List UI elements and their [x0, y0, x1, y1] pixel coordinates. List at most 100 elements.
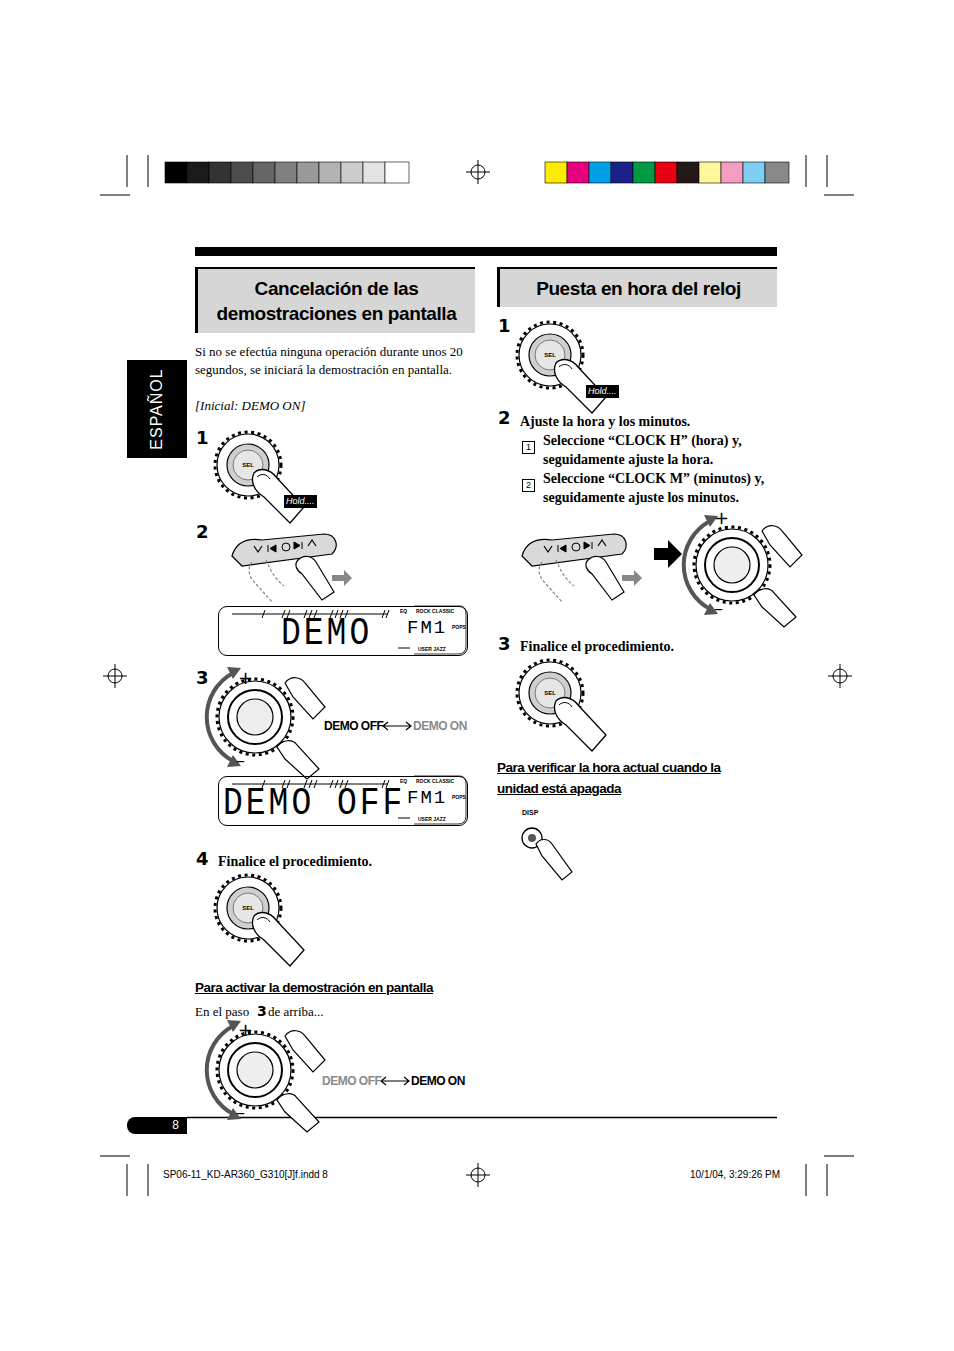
label-slot: DEMO ON: [413, 719, 467, 733]
label-slot: Hold....: [284, 495, 317, 508]
label-slot: SP06-11_KD-AR360_G310[J]f.indd 8: [163, 1169, 328, 1181]
section-header: Cancelación de las demostraciones en pan…: [195, 267, 475, 333]
label-slot: –: [236, 750, 245, 770]
node-text: ESPAÑOL: [148, 368, 166, 449]
label-slot: 2: [522, 474, 535, 492]
label-slot: SEL: [248, 908, 260, 914]
then-arrow: [654, 540, 682, 568]
button-label: SEL: [242, 905, 254, 911]
label-slot: DEMO OFF: [324, 719, 383, 733]
node-text: 8: [172, 1118, 179, 1132]
option-label: DEMO ON: [411, 1074, 465, 1088]
step-text: Finalice el procedimiento.: [218, 852, 372, 871]
toggle-arrow: [383, 722, 411, 730]
date-footer: 10/1/04, 3:29:26 PM: [690, 1169, 780, 1181]
sub-step-text: Seleccione “CLOCK M” (minutos) y, seguid…: [543, 469, 779, 507]
toggle-arrow: [381, 1077, 409, 1085]
label-slot: 10/1/04, 3:29:26 PM: [690, 1169, 780, 1181]
lcd-indicator: EQ: [400, 608, 407, 614]
initial-setting: [Inicial: DEMO ON]: [195, 397, 306, 415]
step-number: 3: [196, 668, 209, 688]
file-footer: SP06-11_KD-AR360_G310[J]f.indd 8: [163, 1169, 328, 1181]
label-slot: USER JAZZ: [418, 816, 446, 822]
label-slot: 2: [196, 522, 209, 542]
label-slot: 1: [522, 436, 535, 454]
label-slot: SEL: [550, 355, 562, 361]
step-number: 1: [196, 428, 209, 448]
label-slot: 2: [498, 408, 511, 428]
finger: [536, 840, 572, 881]
label-slot: –: [236, 1102, 245, 1122]
label-slot: Si no se efectúa ninguna operación duran…: [195, 343, 477, 379]
label-slot: DEMO ON: [411, 1074, 465, 1088]
label-slot: DISP: [522, 809, 538, 817]
intro-text: Si no se efectúa ninguna operación duran…: [195, 343, 477, 379]
step-number: 2: [196, 522, 209, 542]
label-slot: DEMO OFF: [322, 1074, 381, 1088]
label-slot: SEL: [248, 465, 260, 471]
label-slot: Seleccione “CLOCK M” (minutos) y, seguid…: [543, 469, 779, 507]
note-text: En el paso: [195, 1003, 249, 1021]
button-label: SEL: [544, 352, 556, 358]
rotary-knob: [207, 667, 325, 779]
sel-button: [215, 432, 304, 523]
lcd-indicator: EQ: [400, 778, 407, 784]
label-slot: SEL: [550, 693, 562, 699]
bottom-rule: [187, 1117, 777, 1119]
registration-marks: [103, 160, 852, 1187]
option-label: DEMO ON: [413, 719, 467, 733]
label-slot: 1: [196, 428, 209, 448]
sub-heading: Para verificar la hora actual cuando la …: [497, 757, 747, 799]
color-bar: [545, 162, 789, 183]
label-slot: Seleccione “CLOCK H” (hora) y, seguidame…: [543, 431, 779, 469]
sub-step-number: 2: [522, 479, 535, 492]
label-slot: USER JAZZ: [418, 646, 446, 652]
node-text: Cancelación de las demostraciones en pan…: [206, 276, 467, 326]
label-slot: [Inicial: DEMO ON]: [195, 397, 306, 415]
label-slot: 4: [196, 849, 209, 869]
button-label: SEL: [544, 690, 556, 696]
label-slot: ROCK CLASSIC: [416, 608, 454, 614]
step-text: Ajuste la hora y los minutos.: [520, 412, 690, 431]
label-slot: 1: [498, 316, 511, 336]
step-number: 4: [196, 849, 209, 869]
label-slot: Para verificar la hora actual cuando la …: [497, 757, 747, 799]
lcd-segment-text: FM1: [407, 619, 447, 638]
label-slot: Para activar la demostración en pantalla: [195, 977, 480, 998]
label-slot: Ajuste la hora y los minutos.: [520, 412, 690, 431]
option-label: DEMO OFF: [324, 719, 383, 733]
step-text: Finalice el procedimiento.: [520, 637, 674, 656]
sel-button: [517, 660, 606, 751]
top-rule: [195, 247, 777, 256]
sub-step-number: 1: [522, 441, 535, 454]
label-slot: +: [238, 1020, 253, 1040]
label-slot: 3: [257, 1002, 267, 1020]
label-slot: +: [714, 508, 729, 528]
plus-sign: +: [238, 668, 253, 688]
language-tab: ESPAÑOL: [127, 360, 187, 458]
seek-rocker: [232, 534, 336, 602]
minus-sign: –: [236, 750, 245, 770]
label-slot: POPS: [452, 624, 466, 630]
button-label: SEL: [242, 462, 254, 468]
lcd-indicator: USER JAZZ: [418, 816, 446, 822]
rotary-knob: [684, 515, 802, 627]
sel-button: [215, 875, 304, 966]
lcd-segment-text: DEMO OFF: [223, 785, 405, 823]
rotary-knob: [207, 1020, 325, 1132]
step-number: 1: [498, 316, 511, 336]
label-slot: –: [714, 598, 723, 618]
label-slot: Finalice el procedimiento.: [218, 852, 372, 871]
button-label: DISP: [522, 809, 538, 817]
label-slot: Hold....: [586, 385, 619, 398]
lcd-indicator: ROCK CLASSIC: [416, 778, 454, 784]
option-label: DEMO OFF: [322, 1074, 381, 1088]
sub-step-text: Seleccione “CLOCK H” (hora) y, seguidame…: [543, 431, 779, 469]
plus-sign: +: [714, 508, 729, 528]
label-slot: POPS: [452, 794, 466, 800]
label-slot: EQ: [400, 778, 407, 784]
minus-sign: –: [236, 1102, 245, 1122]
disp-button-center: [528, 834, 536, 842]
label-slot: En el paso: [195, 1003, 249, 1021]
